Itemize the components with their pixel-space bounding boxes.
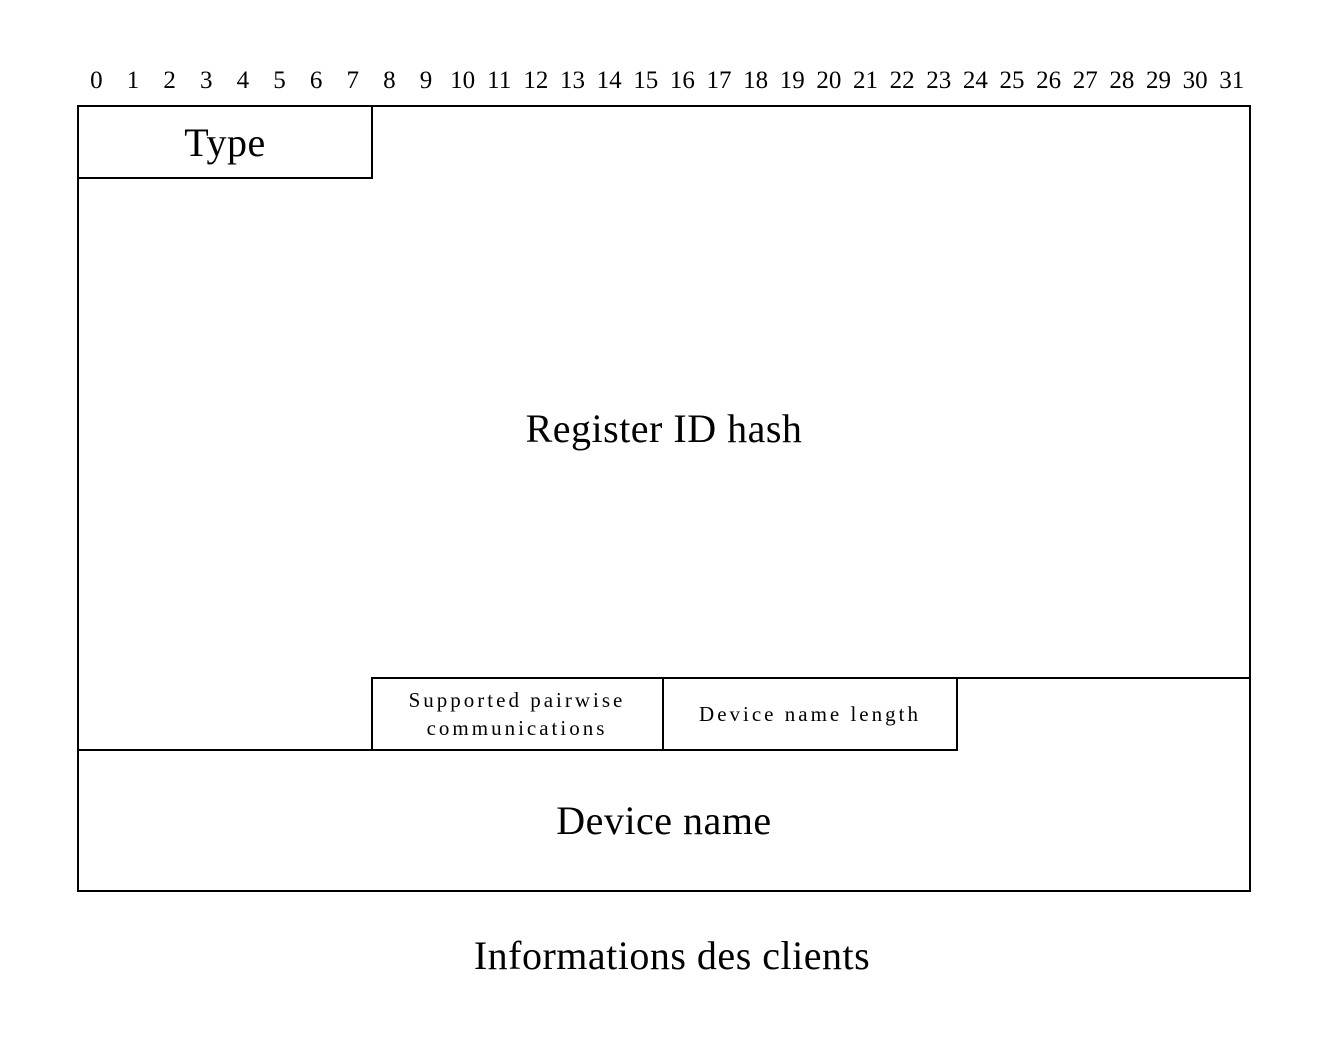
bit-index-label: 3 [199,67,213,94]
bit-index-label: 12 [523,67,549,94]
bit-index-label: 2 [163,67,176,94]
pairwise-field-left-border [371,677,373,751]
bit-index-label: 17 [706,67,732,94]
bit-index-label: 8 [383,67,396,94]
bit-index-label: 24 [962,67,988,94]
bit-index-label: 21 [852,67,878,94]
bit-index-label: 18 [743,67,769,94]
bit-index-label: 11 [487,67,512,94]
bit-index-label: 22 [889,67,915,94]
diagram-caption: Informations des clients [473,933,871,978]
bit-index-label: 7 [346,67,359,94]
bit-index-label: 25 [999,67,1025,94]
bit-index-label: 20 [816,67,842,94]
bit-index-label: 16 [669,67,695,94]
type-field-bottom-border [77,177,373,179]
bit-index-label: 23 [926,67,952,94]
bit-index-label: 31 [1219,67,1245,94]
type-field-label: Type [184,119,266,165]
bit-index-label: 9 [419,67,433,94]
bit-index-label: 26 [1036,67,1062,94]
outer-top-border [77,105,1251,107]
pairwise-length-divider [662,677,664,751]
outer-left-border [77,105,79,892]
bit-index-label: 27 [1072,67,1098,94]
bit-index-label: 10 [450,67,476,94]
bit-index-label: 14 [596,67,622,94]
bit-index-label: 28 [1109,67,1135,94]
bit-index-label: 29 [1145,67,1171,94]
bit-index-label: 13 [559,67,585,94]
bit-index-label: 4 [236,67,250,94]
supported-pairwise-field-label: Supported pairwise communications [408,688,626,740]
bit-index-label: 0 [90,67,103,94]
device-name-length-field-label: Device name length [699,702,921,726]
bit-index-label: 5 [273,67,286,94]
outer-bottom-border [77,890,1251,892]
bit-index-label: 6 [309,67,323,94]
bit-index-label: 15 [633,67,659,94]
outer-right-border [1249,105,1251,892]
bit-index-label: 19 [779,67,805,94]
device-name-field-label: Device name [556,798,772,843]
bit-index-label: 30 [1182,67,1208,94]
register-id-hash-field-label: Register ID hash [525,405,803,451]
bit-index-label: 1 [126,67,140,94]
type-field-right-border [371,105,373,179]
length-field-right-border [956,677,958,751]
hash-row-divider [371,677,1251,679]
device-name-top-border [77,749,958,751]
